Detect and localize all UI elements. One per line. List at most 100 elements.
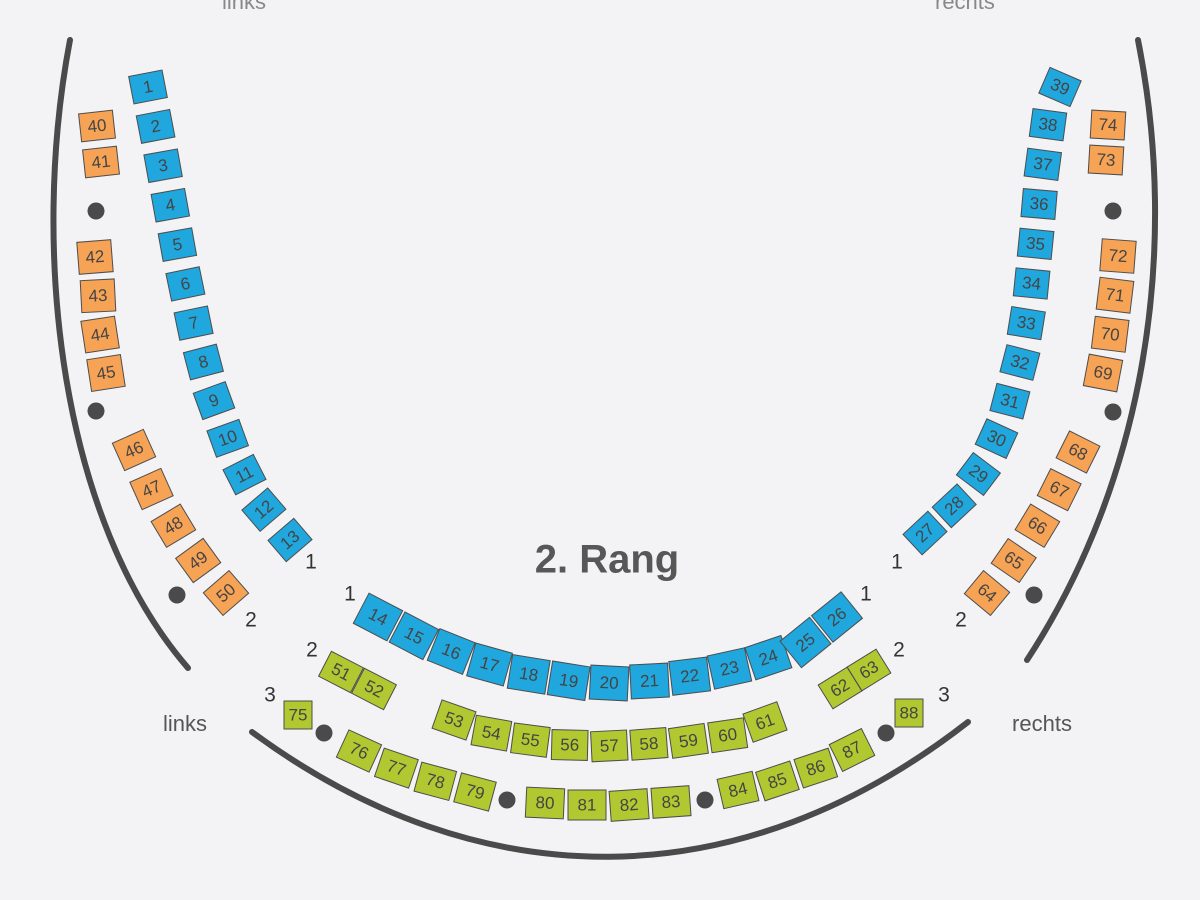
- seat-67[interactable]: 67: [1036, 468, 1082, 512]
- seat-15[interactable]: 15: [388, 611, 440, 661]
- seat-71[interactable]: 71: [1095, 276, 1135, 314]
- seat-62[interactable]: 62: [817, 666, 863, 710]
- seat-53[interactable]: 53: [431, 699, 477, 741]
- seat-27[interactable]: 27: [902, 510, 948, 556]
- seat-74[interactable]: 74: [1089, 109, 1127, 141]
- seat-box: [1036, 468, 1082, 512]
- seat-75[interactable]: 75: [283, 700, 313, 730]
- seat-4[interactable]: 4: [150, 187, 191, 223]
- seat-44[interactable]: 44: [80, 315, 120, 354]
- seat-85[interactable]: 85: [754, 760, 800, 802]
- seat-51[interactable]: 51: [317, 650, 365, 694]
- seat-48[interactable]: 48: [150, 503, 197, 548]
- seat-14[interactable]: 14: [352, 592, 404, 642]
- seat-49[interactable]: 49: [174, 537, 222, 584]
- seat-33[interactable]: 33: [1006, 305, 1046, 341]
- seat-81[interactable]: 81: [567, 789, 607, 821]
- seat-19[interactable]: 19: [546, 660, 591, 702]
- seat-5[interactable]: 5: [157, 227, 198, 262]
- seat-box: [974, 418, 1019, 460]
- seat-26[interactable]: 26: [810, 591, 864, 643]
- seat-47[interactable]: 47: [129, 467, 174, 511]
- seat-1[interactable]: 1: [128, 69, 168, 105]
- seat-88[interactable]: 88: [894, 698, 924, 728]
- section-title: 2. Rang: [535, 538, 679, 582]
- seat-76[interactable]: 76: [335, 729, 383, 773]
- seat-39[interactable]: 39: [1038, 66, 1082, 108]
- seat-number: 86: [804, 756, 828, 780]
- seat-50[interactable]: 50: [202, 569, 250, 617]
- seat-54[interactable]: 54: [470, 714, 513, 752]
- seat-36[interactable]: 36: [1020, 188, 1058, 220]
- seat-35[interactable]: 35: [1016, 227, 1055, 260]
- seat-34[interactable]: 34: [1012, 267, 1051, 300]
- seat-box: [80, 315, 120, 354]
- seat-number: 54: [480, 722, 502, 744]
- seat-61[interactable]: 61: [742, 701, 788, 743]
- seat-38[interactable]: 38: [1028, 108, 1068, 142]
- seat-30[interactable]: 30: [974, 418, 1019, 460]
- seat-32[interactable]: 32: [999, 344, 1041, 381]
- seat-78[interactable]: 78: [413, 761, 458, 802]
- seat-box: [999, 344, 1041, 381]
- seat-86[interactable]: 86: [793, 747, 839, 789]
- seat-40[interactable]: 40: [78, 109, 116, 143]
- seat-72[interactable]: 72: [1099, 238, 1137, 274]
- seat-20[interactable]: 20: [588, 664, 630, 702]
- seat-59[interactable]: 59: [667, 722, 709, 759]
- seat-82[interactable]: 82: [608, 788, 650, 822]
- seat-18[interactable]: 18: [506, 654, 551, 695]
- seat-77[interactable]: 77: [373, 747, 419, 789]
- seat-12[interactable]: 12: [241, 487, 287, 532]
- seat-52[interactable]: 52: [350, 667, 398, 711]
- seat-2[interactable]: 2: [135, 108, 176, 144]
- seat-21[interactable]: 21: [629, 662, 670, 700]
- seat-22[interactable]: 22: [668, 656, 712, 696]
- seat-8[interactable]: 8: [182, 343, 225, 381]
- seat-57[interactable]: 57: [590, 729, 629, 763]
- seat-23[interactable]: 23: [706, 647, 753, 690]
- seat-37[interactable]: 37: [1023, 147, 1063, 181]
- seat-64[interactable]: 64: [963, 569, 1011, 617]
- seat-55[interactable]: 55: [510, 722, 551, 758]
- seat-70[interactable]: 70: [1090, 315, 1130, 353]
- seat-68[interactable]: 68: [1055, 430, 1101, 474]
- seat-80[interactable]: 80: [524, 786, 566, 820]
- seat-45[interactable]: 45: [86, 354, 126, 392]
- seat-13[interactable]: 13: [267, 517, 313, 563]
- seat-28[interactable]: 28: [931, 483, 977, 529]
- seat-number: 70: [1100, 324, 1121, 345]
- seat-66[interactable]: 66: [1014, 503, 1061, 549]
- seat-17[interactable]: 17: [466, 642, 513, 687]
- seat-9[interactable]: 9: [192, 380, 236, 421]
- seat-6[interactable]: 6: [165, 266, 206, 302]
- seat-box: [388, 611, 440, 661]
- seat-63[interactable]: 63: [846, 648, 892, 692]
- seat-7[interactable]: 7: [173, 305, 214, 341]
- seat-58[interactable]: 58: [629, 727, 669, 761]
- seat-42[interactable]: 42: [76, 239, 114, 275]
- seat-16[interactable]: 16: [426, 628, 476, 675]
- seat-87[interactable]: 87: [828, 727, 876, 773]
- seat-73[interactable]: 73: [1087, 144, 1125, 176]
- seat-43[interactable]: 43: [79, 278, 117, 314]
- seat-69[interactable]: 69: [1082, 353, 1124, 393]
- seat-65[interactable]: 65: [990, 537, 1037, 584]
- seat-24[interactable]: 24: [744, 634, 793, 681]
- row-number-label: 2: [245, 609, 257, 632]
- row-number-label: 3: [264, 684, 276, 707]
- seat-60[interactable]: 60: [707, 717, 749, 754]
- seat-25[interactable]: 25: [779, 616, 832, 669]
- seat-79[interactable]: 79: [453, 772, 497, 812]
- seat-41[interactable]: 41: [82, 145, 120, 179]
- seat-83[interactable]: 83: [650, 785, 692, 819]
- seat-3[interactable]: 3: [143, 148, 183, 184]
- seat-84[interactable]: 84: [716, 770, 760, 810]
- seat-56[interactable]: 56: [550, 729, 589, 761]
- seat-46[interactable]: 46: [111, 428, 157, 472]
- seat-10[interactable]: 10: [206, 418, 250, 458]
- seat-29[interactable]: 29: [955, 451, 1002, 497]
- seat-number: 7: [187, 313, 200, 334]
- seat-11[interactable]: 11: [222, 453, 267, 496]
- seat-31[interactable]: 31: [989, 382, 1031, 420]
